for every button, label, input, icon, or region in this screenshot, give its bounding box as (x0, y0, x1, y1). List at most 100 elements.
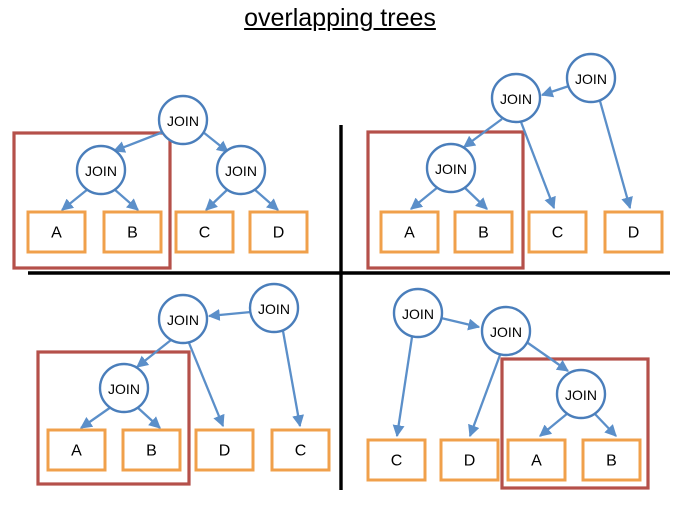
top-right-leaf-a[interactable]: A (379, 210, 440, 254)
top-right-leaf-c[interactable]: C (527, 210, 588, 254)
bottom-left-edge-outer-to-c (281, 330, 304, 428)
bottom-right-leaf-c[interactable]: C (366, 438, 427, 482)
bottom-right-leaf-b-box[interactable] (581, 438, 642, 482)
top-right-edge-inner-to-a (410, 186, 439, 210)
top-left-leaf-b-box[interactable] (102, 210, 163, 254)
top-right-edge-mid-to-inner-join (463, 118, 503, 148)
bottom-right-leaf-d-label: D (464, 453, 476, 470)
bottom-left-inner-join[interactable]: JOIN (98, 362, 150, 414)
page-title: overlapping trees (244, 4, 436, 32)
bottom-right-leaf-c-box[interactable] (366, 438, 427, 482)
bottom-right-leaf-c-label: C (391, 453, 403, 470)
bottom-left-edge-outer-to-mid-join (207, 309, 252, 321)
bottom-right-leaf-a-label: A (531, 453, 542, 470)
top-left-right-join-circle[interactable] (215, 144, 267, 196)
top-left-edge-left-join-to-b (113, 188, 139, 211)
top-right-leaf-d[interactable]: D (603, 210, 664, 254)
bottom-right-edge-outer-to-mid-join (440, 316, 481, 331)
top-left-leaf-d-label: D (273, 225, 285, 242)
top-right-outer-join[interactable]: JOIN (565, 52, 617, 104)
bottom-right-outer-join[interactable]: JOIN (392, 287, 444, 339)
bottom-right-edge-outer-to-c (392, 336, 414, 438)
top-right-leaf-b[interactable]: B (453, 210, 514, 254)
top-right-mid-join-label: JOIN (500, 91, 532, 107)
bottom-left-inner-join-label: JOIN (108, 381, 140, 397)
top-right-leaf-a-label: A (404, 225, 415, 242)
bottom-left-mid-join[interactable]: JOIN (157, 293, 209, 345)
bottom-right-group-box-ab (500, 357, 650, 490)
top-left-leaf-a[interactable]: A (26, 210, 87, 254)
top-left-root-join-label: JOIN (167, 113, 199, 129)
bottom-right-leaf-d[interactable]: D (439, 438, 500, 482)
top-right-inner-join[interactable]: JOIN (425, 142, 477, 194)
top-left-leaf-c-box[interactable] (174, 210, 235, 254)
top-right-edge-inner-to-b (463, 186, 488, 210)
bottom-right-edge-inner-to-a (539, 412, 569, 437)
top-right-edge-mid-to-c (519, 121, 556, 210)
bottom-left-leaf-d[interactable]: D (194, 428, 255, 472)
top-left-root-join[interactable]: JOIN (157, 94, 209, 146)
top-right-mid-join[interactable]: JOIN (490, 72, 542, 124)
bottom-left-inner-join-circle[interactable] (98, 362, 150, 414)
bottom-left-mid-join-label: JOIN (167, 312, 199, 328)
bottom-left-leaf-c[interactable]: C (270, 428, 331, 472)
top-right-leaf-b-box[interactable] (453, 210, 514, 254)
bottom-left-leaf-d-box[interactable] (194, 428, 255, 472)
top-left-right-join[interactable]: JOIN (215, 144, 267, 196)
top-right-leaf-a-box[interactable] (379, 210, 440, 254)
bottom-left-leaf-b[interactable]: B (121, 428, 182, 472)
top-left-edge-right-join-to-d (253, 188, 279, 211)
top-right-edge-outer-to-mid-join (540, 84, 570, 98)
bottom-left-leaf-c-box[interactable] (270, 428, 331, 472)
quadrant-top-left: A B C D JOIN JOIN JOIN (12, 94, 309, 270)
top-right-leaf-d-label: D (628, 225, 640, 242)
bottom-right-leaf-a[interactable]: A (506, 438, 567, 482)
bottom-left-edge-mid-to-inner-join (136, 339, 172, 368)
top-left-left-join[interactable]: JOIN (75, 144, 127, 196)
bottom-right-mid-join-label: JOIN (490, 324, 522, 340)
top-left-right-join-label: JOIN (225, 163, 257, 179)
top-right-mid-join-circle[interactable] (490, 72, 542, 124)
top-right-outer-join-label: JOIN (575, 71, 607, 87)
top-right-inner-join-label: JOIN (435, 161, 467, 177)
bottom-right-edge-mid-to-d (468, 354, 502, 438)
top-right-leaf-d-box[interactable] (603, 210, 664, 254)
top-left-leaf-c-label: C (199, 225, 211, 242)
top-left-leaf-c[interactable]: C (174, 210, 235, 254)
top-left-leaf-d[interactable]: D (248, 210, 309, 254)
top-left-root-join-circle[interactable] (157, 94, 209, 146)
top-left-leaf-d-box[interactable] (248, 210, 309, 254)
top-left-edge-root-to-left-join (112, 130, 164, 153)
bottom-right-leaf-d-box[interactable] (439, 438, 500, 482)
top-right-outer-join-circle[interactable] (565, 52, 617, 104)
top-left-leaf-b[interactable]: B (102, 210, 163, 254)
bottom-left-leaf-a-box[interactable] (46, 428, 107, 472)
bottom-left-outer-join-circle[interactable] (248, 282, 300, 334)
bottom-right-outer-join-circle[interactable] (392, 287, 444, 339)
top-left-leaf-b-label: B (127, 225, 138, 242)
bottom-right-mid-join-circle[interactable] (480, 305, 532, 357)
bottom-right-inner-join-label: JOIN (565, 387, 597, 403)
quadrant-top-right: A B C D JOIN JOIN JOIN (366, 52, 664, 270)
top-right-group-box-ab (366, 130, 525, 270)
bottom-left-leaf-a[interactable]: A (46, 428, 107, 472)
top-right-leaf-b-label: B (478, 225, 489, 242)
bottom-right-mid-join[interactable]: JOIN (480, 305, 532, 357)
bottom-left-leaf-a-label: A (71, 443, 82, 460)
top-right-leaf-c-label: C (552, 225, 564, 242)
top-left-leaf-a-box[interactable] (26, 210, 87, 254)
bottom-right-leaf-b-label: B (606, 453, 617, 470)
bottom-left-leaf-b-box[interactable] (121, 428, 182, 472)
bottom-right-leaf-a-box[interactable] (506, 438, 567, 482)
top-right-leaf-c-box[interactable] (527, 210, 588, 254)
bottom-right-inner-join-circle[interactable] (555, 368, 607, 420)
bottom-left-mid-join-circle[interactable] (157, 293, 209, 345)
top-right-inner-join-circle[interactable] (425, 142, 477, 194)
bottom-right-leaf-b[interactable]: B (581, 438, 642, 482)
top-left-left-join-label: JOIN (85, 163, 117, 179)
bottom-left-outer-join[interactable]: JOIN (248, 282, 300, 334)
top-left-left-join-circle[interactable] (75, 144, 127, 196)
bottom-right-inner-join[interactable]: JOIN (555, 368, 607, 420)
